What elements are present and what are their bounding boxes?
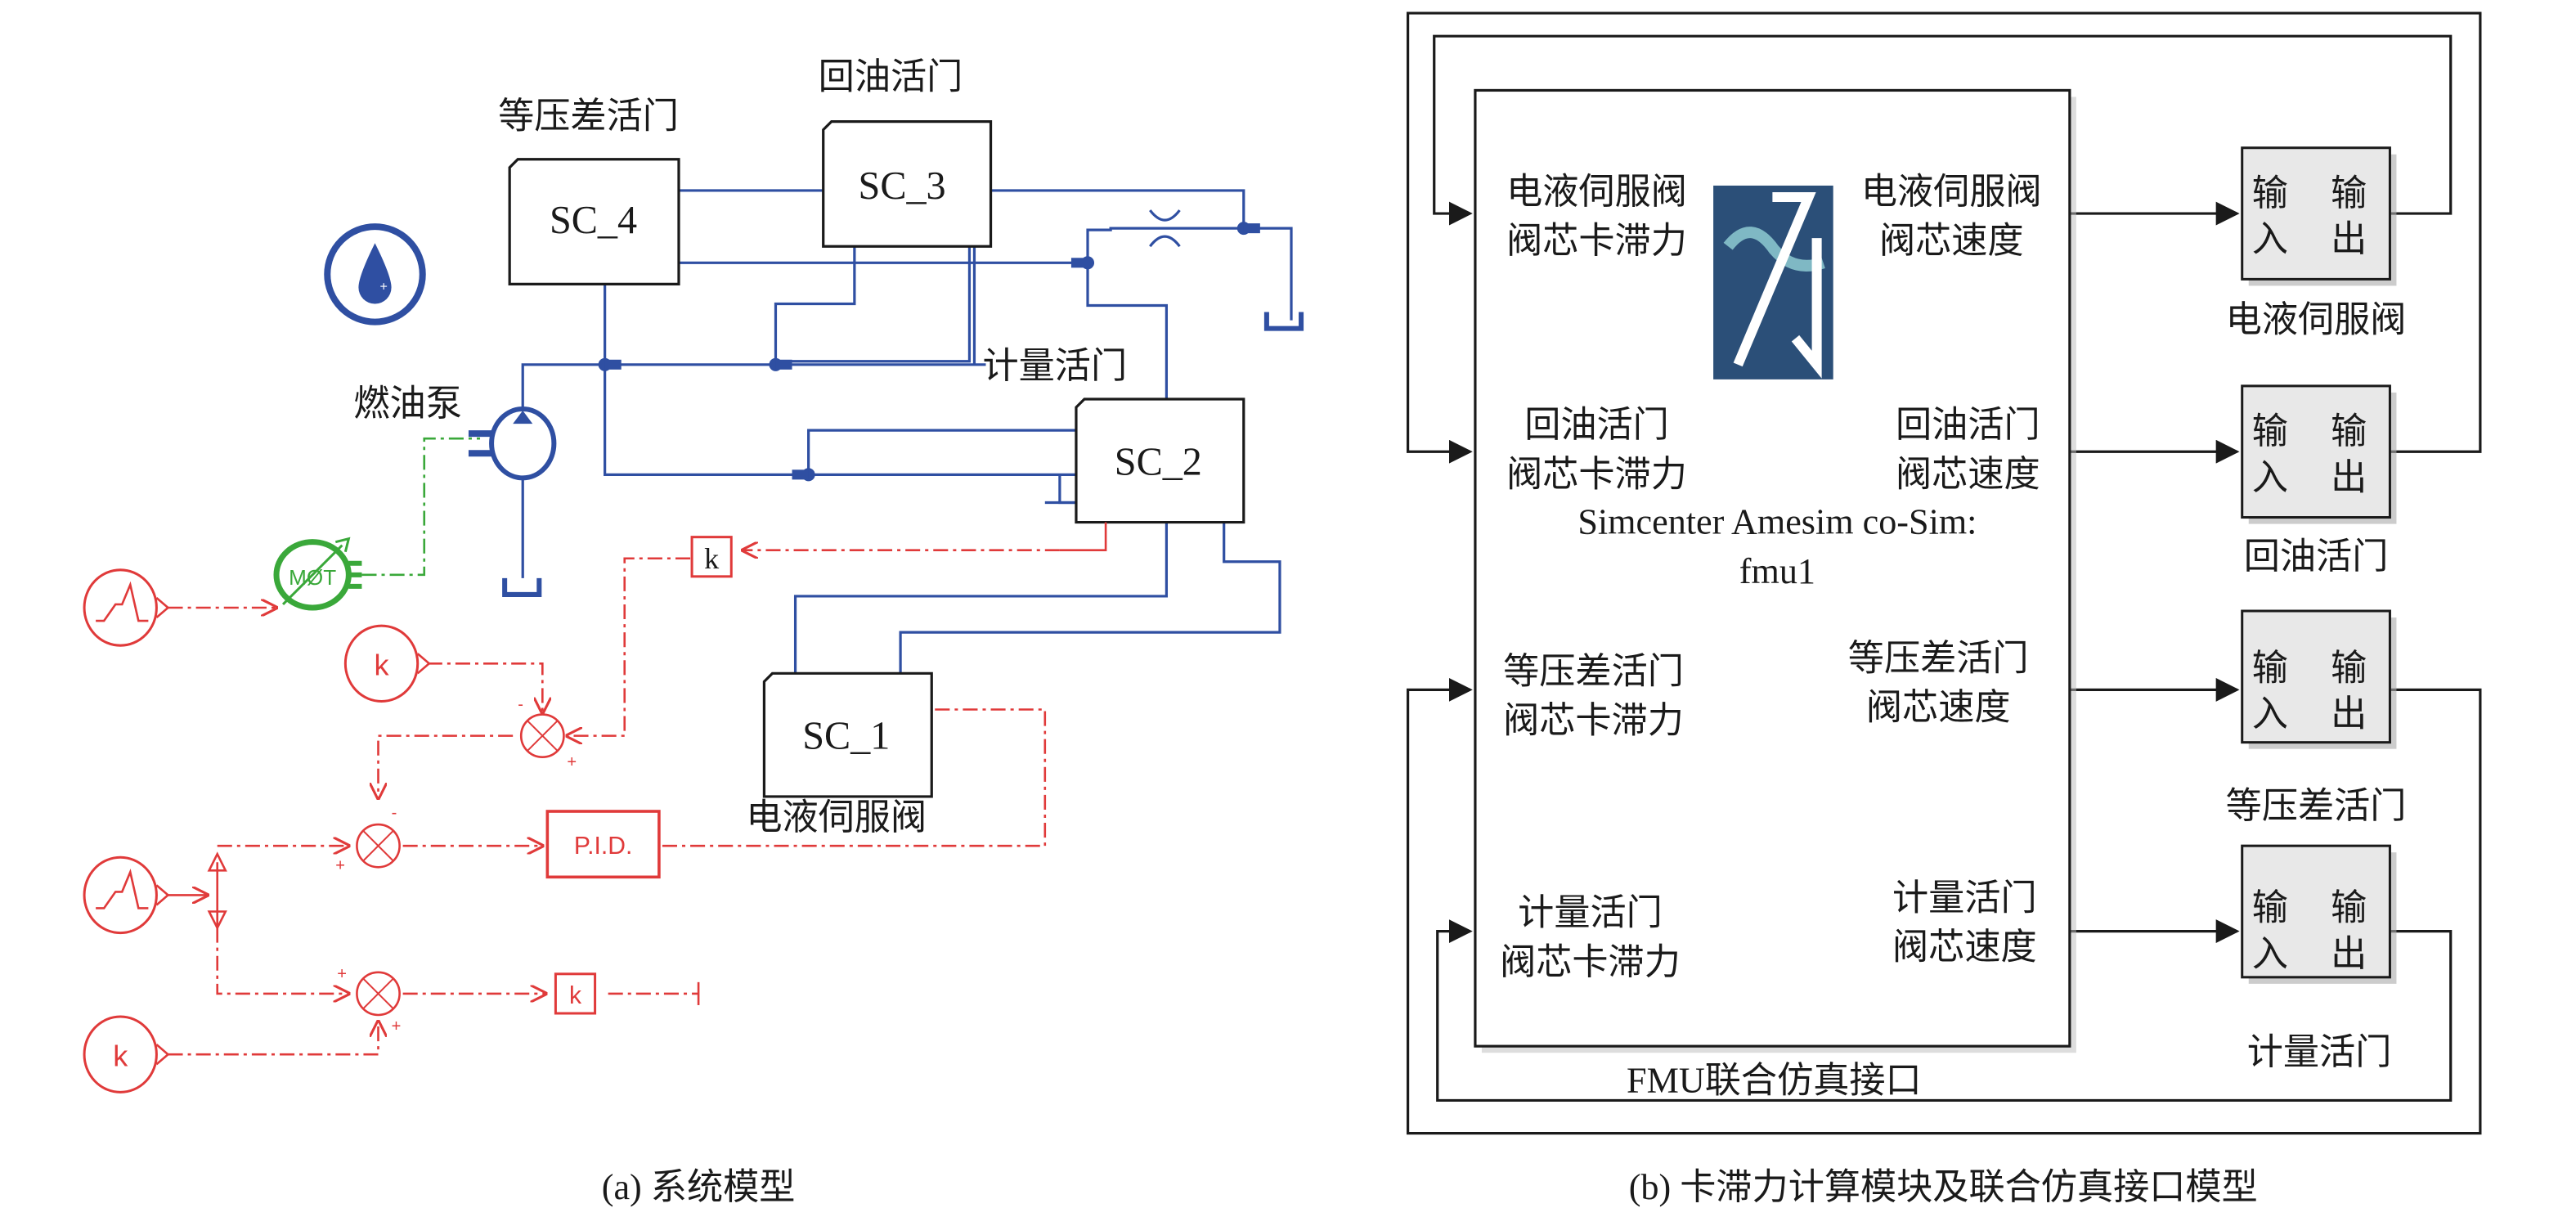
gain-block[interactable]: k: [690, 536, 733, 578]
input-port-label: 阀芯卡滞力: [1506, 454, 1687, 494]
pump-label: 燃油泵: [353, 384, 461, 424]
port-out-label: 出: [2331, 694, 2367, 734]
port-out-label: 输: [2331, 411, 2367, 451]
input-port-label: 等压差活门: [1503, 651, 1684, 691]
block-title: 计量活门: [982, 346, 1127, 386]
port-in-label: 入: [2252, 457, 2288, 497]
port-in-label: 输: [2252, 888, 2288, 928]
gain-label: k: [704, 542, 720, 575]
summing-junction[interactable]: - +: [335, 804, 401, 874]
motor-icon: MØT: [273, 437, 481, 611]
pid-controller[interactable]: P.I.D.: [545, 810, 661, 879]
caption-b: (b) 卡滞力计算模块及联合仿真接口模型: [1629, 1167, 2258, 1207]
port-out-label: 出: [2331, 457, 2367, 497]
block-sc2[interactable]: SC_2: [1075, 397, 1245, 524]
fuel-pump-icon: [468, 406, 557, 481]
subsystem-label: 回油活门: [2244, 537, 2389, 577]
summing-junction[interactable]: + +: [337, 965, 401, 1035]
orifice-icon: [1149, 209, 1181, 248]
port-out-label: 输: [2331, 648, 2367, 688]
output-port-label: 阀芯速度: [1896, 454, 2040, 494]
block-title: 回油活门: [819, 56, 963, 97]
feedback-wires: [1406, 11, 2482, 1135]
svg-text:+: +: [380, 279, 388, 294]
block-title: 等压差活门: [498, 97, 679, 137]
port-in-label: 入: [2252, 694, 2288, 734]
tank-icon: [1263, 312, 1304, 331]
input-port-label: 阀芯卡滞力: [1503, 701, 1684, 741]
block-label: SC_1: [802, 715, 890, 758]
fmu-footer-label: FMU联合仿真接口: [1627, 1060, 1922, 1100]
fluid-properties-icon: +: [324, 223, 426, 326]
input-port-label: 电液伺服阀: [1506, 172, 1687, 212]
constant-label: k: [374, 648, 389, 681]
block-title: 电液伺服阀: [746, 797, 927, 838]
port-in-label: 输: [2252, 648, 2288, 688]
motor-label: MØT: [289, 565, 336, 590]
fmu-block[interactable]: 电液伺服阀 阀芯卡滞力 回油活门 阀芯卡滞力 等压差活门 阀芯卡滞力 计量活门 …: [1474, 88, 2076, 1053]
sign-plus: +: [335, 856, 345, 874]
input-port-label: 阀芯卡滞力: [1500, 942, 1681, 982]
port-in-label: 输: [2252, 173, 2288, 213]
panel-b-cosim-interface: 电液伺服阀 阀芯卡滞力 回油活门 阀芯卡滞力 等压差活门 阀芯卡滞力 计量活门 …: [1406, 11, 2482, 1207]
junction-dots: [598, 222, 1260, 482]
fmu-title: Simcenter Amesim co-Sim:: [1577, 502, 1977, 542]
port-out-label: 输: [2331, 173, 2367, 213]
input-port-label: 计量活门: [1518, 893, 1663, 933]
input-port-label: 回油活门: [1524, 405, 1669, 445]
block-label: SC_3: [859, 164, 946, 208]
signal-source-icon[interactable]: [83, 568, 170, 647]
constant-source[interactable]: k: [83, 1015, 170, 1094]
port-in-label: 输: [2252, 411, 2288, 451]
tank-icon: [502, 577, 542, 597]
sign-plus: +: [567, 753, 577, 771]
subsystem-block[interactable]: 输 入 输 出: [2241, 844, 2397, 984]
port-in-label: 入: [2252, 219, 2288, 259]
summing-junction[interactable]: - +: [518, 695, 577, 770]
output-port-label: 阀芯速度: [1892, 927, 2037, 968]
port-out-label: 出: [2331, 219, 2367, 259]
port-out-label: 出: [2331, 934, 2367, 974]
gain-block[interactable]: k: [554, 972, 597, 1015]
output-port-label: 计量活门: [1892, 878, 2037, 918]
port-out-label: 输: [2331, 888, 2367, 928]
output-port-label: 回油活门: [1896, 405, 2040, 445]
block-sc3[interactable]: SC_3: [822, 119, 993, 248]
hydraulic-lines: [521, 189, 1293, 674]
pid-label: P.I.D.: [574, 833, 632, 860]
sign-minus: -: [392, 804, 397, 822]
subsystem-block[interactable]: 输 入 输 出: [2241, 609, 2397, 749]
splitter-icon: [207, 851, 227, 931]
sign-plus: +: [392, 1017, 402, 1035]
block-sc1[interactable]: SC_1: [762, 671, 933, 798]
signal-lines: [168, 522, 1107, 1056]
output-port-label: 阀芯速度: [1879, 221, 2024, 261]
amesim-logo-icon: [1713, 185, 1833, 379]
fmu-title-sub: fmu1: [1739, 551, 1815, 591]
subsystem-label: 等压差活门: [2226, 786, 2407, 826]
gain-label: k: [569, 982, 582, 1009]
constant-source[interactable]: k: [343, 624, 431, 703]
port-in-label: 入: [2252, 934, 2288, 974]
subsystem-label: 电液伺服阀: [2226, 300, 2407, 340]
panel-a-system-model: + 燃油泵 MØT SC_4 等压差活门 SC_3 回油活门: [83, 56, 1304, 1207]
signal-source-icon[interactable]: [83, 855, 170, 935]
input-port-label: 阀芯卡滞力: [1506, 221, 1687, 261]
block-sc4[interactable]: SC_4: [508, 158, 680, 286]
subsystem-label: 计量活门: [2247, 1032, 2392, 1072]
block-label: SC_4: [550, 199, 637, 242]
output-port-label: 阀芯速度: [1866, 688, 2011, 728]
sign-minus: -: [518, 695, 523, 713]
subsystem-block[interactable]: 输 入 输 出: [2241, 146, 2397, 286]
output-port-label: 等压差活门: [1848, 638, 2029, 678]
caption-a: (a) 系统模型: [602, 1167, 796, 1207]
subsystem-block[interactable]: 输 入 输 出: [2241, 384, 2397, 524]
block-label: SC_2: [1115, 440, 1202, 483]
output-port-label: 电液伺服阀: [1861, 172, 2042, 212]
sign-plus: +: [337, 965, 347, 983]
constant-label: k: [113, 1039, 128, 1072]
